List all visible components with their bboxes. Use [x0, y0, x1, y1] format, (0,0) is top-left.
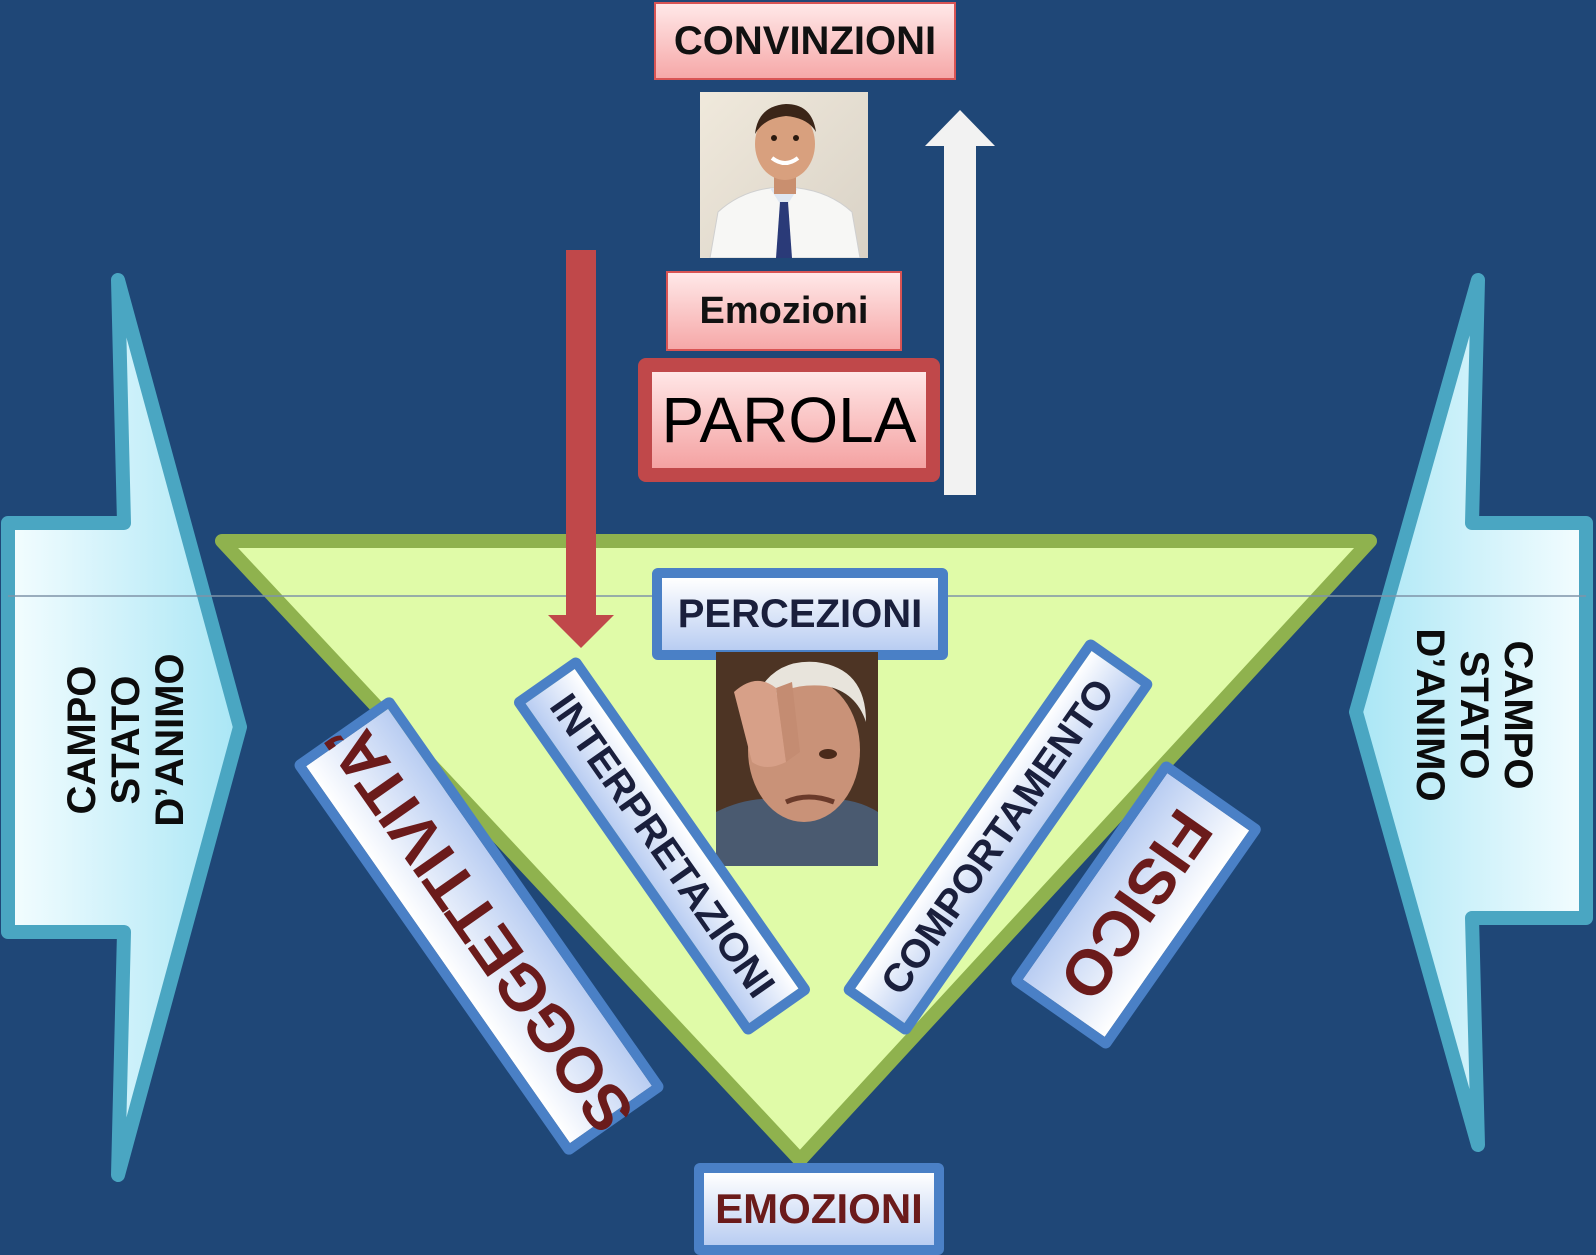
percezioni-box: PERCEZIONI: [652, 568, 948, 660]
center-photo: [716, 652, 878, 866]
emozioni-top-box: Emozioni: [666, 271, 902, 351]
emozioni-top-label: Emozioni: [699, 289, 869, 332]
right-side-label-line2: STATO D’ANIMO: [1408, 628, 1496, 802]
convinzioni-box: CONVINZIONI: [654, 2, 956, 80]
left-side-arrow: [1, 273, 247, 1182]
parola-box-outer: PAROLA: [638, 358, 940, 482]
parola-box-inner: PAROLA: [652, 372, 926, 468]
red-arrow-shaft: [566, 250, 596, 620]
left-side-label-line1: CAMPO: [60, 665, 104, 815]
parola-label: PAROLA: [661, 384, 917, 456]
convinzioni-label: CONVINZIONI: [673, 18, 937, 63]
percezioni-label: PERCEZIONI: [677, 591, 923, 636]
top-photo: [700, 92, 868, 258]
left-side-label: CAMPO STATO D’ANIMO: [60, 595, 192, 885]
red-arrow-head: [548, 615, 614, 648]
emozioni-bottom-label: EMOZIONI: [715, 1185, 923, 1232]
white-arrow-shaft: [944, 146, 976, 495]
right-side-label-line1: CAMPO: [1496, 640, 1540, 790]
left-side-label-line2: STATO D’ANIMO: [104, 653, 192, 827]
right-side-arrow: [1349, 273, 1593, 1152]
white-arrow-head: [925, 110, 995, 146]
emozioni-bottom-box: EMOZIONI: [694, 1163, 944, 1255]
right-side-label: CAMPO STATO D’ANIMO: [1408, 565, 1540, 865]
